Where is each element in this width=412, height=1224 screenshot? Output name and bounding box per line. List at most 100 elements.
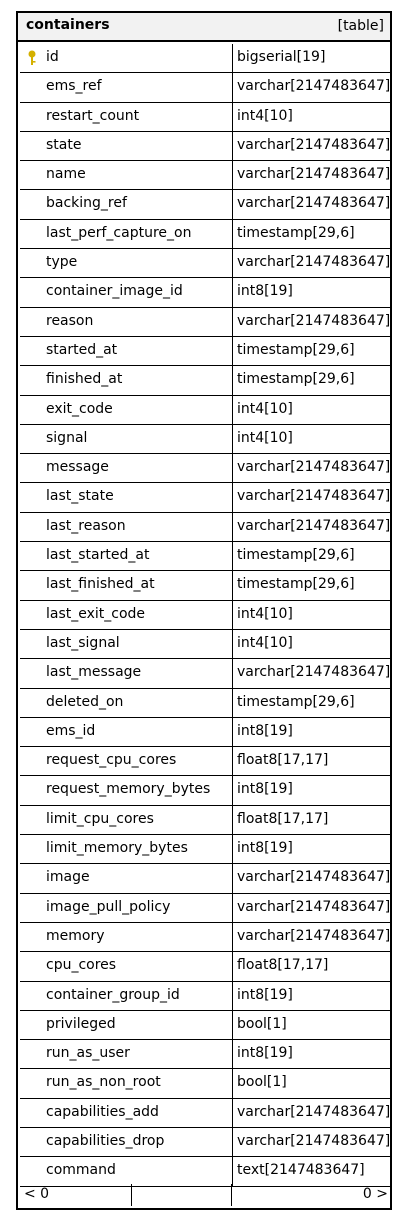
column-name: cpu_cores [46,957,117,974]
column-name: last_started_at [46,547,150,564]
column-type-cell: float8[17,17] [233,805,392,836]
table-row: finished_at timestamp[29,6] [20,366,394,396]
column-type: varchar[2147483647] [237,1103,391,1120]
column-type-cell: int8[19] [233,835,392,865]
column-type: varchar[2147483647] [237,898,391,915]
column-type: int4[10] [237,634,293,651]
column-type: int8[19] [237,840,293,857]
table-row: state varchar[2147483647] [20,131,394,162]
column-type-cell: varchar[2147483647] [233,454,392,484]
column-name: container_group_id [46,986,180,1003]
column-type-cell: bigserial[19] [233,44,392,74]
footer-left-cell: < 0 [20,1184,132,1206]
column-name-cell: image_pull_policy [20,893,233,923]
column-name-cell: request_cpu_cores [20,747,233,777]
column-type-cell: text[2147483647] [233,1157,392,1187]
column-type-cell: varchar[2147483647] [233,659,392,689]
table-row: request_memory_bytes int8[19] [20,776,394,806]
column-type-cell: int8[19] [233,278,392,308]
column-name: last_signal [46,634,120,651]
column-name-cell: last_state [20,483,233,513]
column-type-cell: float8[17,17] [233,747,392,777]
column-name: state [46,136,82,153]
primary-key-icon [27,50,37,70]
column-type: varchar[2147483647] [237,459,391,476]
table-row: container_group_id int8[19] [20,981,394,1011]
column-name-cell: backing_ref [20,190,233,220]
column-type: varchar[2147483647] [237,869,391,886]
table-row: last_signal int4[10] [20,629,394,660]
table-row: capabilities_add varchar[2147483647] [20,1098,394,1128]
column-name: name [46,166,86,183]
column-type: int4[10] [237,605,293,622]
column-type-cell: bool[1] [233,1069,392,1099]
column-type: varchar[2147483647] [237,488,391,505]
column-name: request_memory_bytes [46,781,211,798]
column-type: timestamp[29,6] [237,371,355,388]
footer-middle-cell [132,1184,232,1206]
column-name-cell: type [20,249,233,279]
column-name: last_exit_code [46,605,146,622]
table-row: last_exit_code int4[10] [20,600,394,630]
column-type-cell: varchar[2147483647] [233,1127,392,1158]
column-type-cell: timestamp[29,6] [233,219,392,250]
column-name: backing_ref [46,195,127,212]
column-type-cell: int8[19] [233,776,392,806]
column-name: message [46,459,109,476]
column-name: finished_at [46,371,123,388]
column-name-cell: memory [20,922,233,953]
column-name-cell: container_group_id [20,981,233,1011]
column-type: float8[17,17] [237,810,329,827]
table-name: containers [26,17,110,33]
column-name: container_image_id [46,283,183,300]
column-name-cell: command [20,1157,233,1187]
column-name-cell: name [20,161,233,191]
column-type-cell: varchar[2147483647] [233,161,392,191]
column-type: varchar[2147483647] [237,195,391,212]
column-name-cell: ems_id [20,717,233,748]
column-name-cell: last_finished_at [20,571,233,601]
column-name: run_as_user [46,1045,130,1062]
column-type: varchar[2147483647] [237,136,391,153]
table-header: containers [table] [18,13,390,42]
column-type-cell: timestamp[29,6] [233,366,392,396]
column-type-cell: timestamp[29,6] [233,688,392,718]
table-row: name varchar[2147483647] [20,161,394,191]
column-name-cell: run_as_non_root [20,1069,233,1099]
column-name-cell: last_message [20,659,233,689]
column-name-cell: started_at [20,336,233,367]
column-type: int8[19] [237,1045,293,1062]
column-type: int8[19] [237,283,293,300]
column-type: float8[17,17] [237,752,329,769]
footer-left-label: < 0 [24,1186,50,1202]
column-name-cell: last_reason [20,512,233,543]
column-type: bool[1] [237,1074,287,1091]
column-name-cell: request_memory_bytes [20,776,233,806]
column-name-cell: last_exit_code [20,600,233,630]
column-type-cell: int8[19] [233,981,392,1011]
column-type-cell: bool[1] [233,1010,392,1041]
column-type-cell: varchar[2147483647] [233,307,392,337]
column-name-cell: cpu_cores [20,952,233,982]
column-type-cell: varchar[2147483647] [233,893,392,923]
column-name: command [46,1162,116,1179]
column-name: last_finished_at [46,576,155,593]
table-row: run_as_user int8[19] [20,1040,394,1070]
column-type: varchar[2147483647] [237,78,391,95]
column-name: capabilities_add [46,1103,159,1120]
column-name-cell: restart_count [20,102,233,132]
column-type: varchar[2147483647] [237,254,391,271]
column-type-cell: varchar[2147483647] [233,73,392,103]
column-name: signal [46,429,88,446]
column-name-cell: exit_code [20,395,233,425]
column-type: varchar[2147483647] [237,312,391,329]
